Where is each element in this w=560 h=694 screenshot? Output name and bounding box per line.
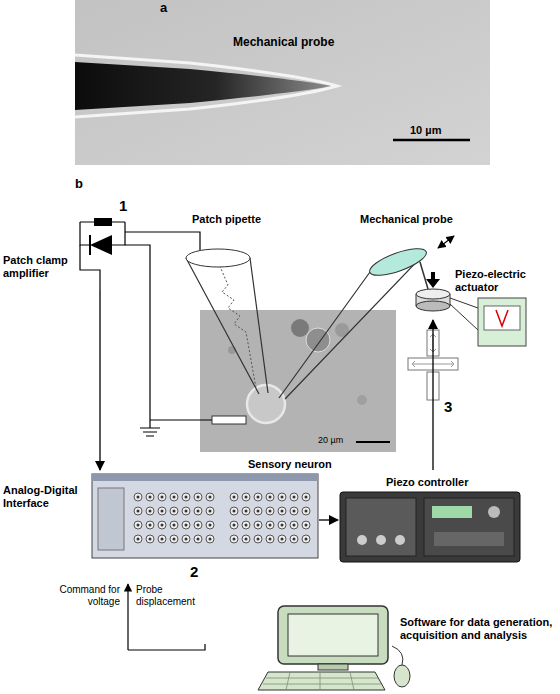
force-arrow	[426, 272, 440, 288]
neuron-micrograph	[200, 310, 396, 452]
node-label: Patch clamp amplifier	[3, 254, 83, 280]
interface-device	[92, 474, 318, 558]
micrograph-background	[75, 0, 490, 165]
signal-arrow	[127, 584, 128, 650]
probe-block: Mechanical probe	[355, 210, 465, 272]
ground-symbol	[140, 428, 160, 436]
cell-debris	[291, 319, 309, 337]
bnc-connectors	[132, 490, 216, 546]
motion-arrow	[438, 236, 454, 248]
pipette-block: Patch pipette	[188, 210, 288, 262]
probe-mount	[420, 262, 428, 289]
input-wire	[125, 232, 200, 250]
bath-electrode	[212, 416, 246, 424]
node-label: Analog-Digital Interface	[3, 484, 91, 510]
feedback-resistor	[94, 218, 112, 226]
image-label: Mechanical probe	[233, 36, 334, 50]
scale-bar	[393, 139, 470, 142]
node-label: Patch pipette	[192, 213, 284, 226]
computer-monitor	[278, 606, 388, 664]
axis-arrow	[430, 334, 436, 352]
pipette-holder	[186, 249, 250, 267]
mouse-cord	[392, 646, 403, 665]
computer-mouse	[394, 665, 410, 687]
xyz-stage	[427, 330, 439, 356]
signal-label: Probe displacement	[136, 584, 216, 607]
actuator-body	[416, 301, 450, 311]
ground-wire	[125, 245, 150, 428]
keyboard-keys	[263, 672, 381, 690]
neuron-cell	[247, 385, 285, 423]
interface-panel	[98, 488, 124, 550]
amplifier-symbol	[89, 235, 91, 255]
computer-screen	[288, 614, 378, 656]
probe-outline	[279, 252, 426, 399]
node-label: Mechanical probe	[360, 213, 465, 226]
voltmeter-needle	[496, 310, 508, 326]
scale-label: 20 µm	[318, 435, 343, 445]
controller-panel	[434, 532, 504, 546]
scale-label: 10 µm	[410, 124, 441, 137]
actuator-body	[416, 289, 450, 299]
meter-wire	[450, 298, 478, 330]
probe-tip-image	[75, 62, 331, 110]
controller-knob	[376, 535, 386, 545]
voltmeter	[478, 298, 526, 346]
node-label: Piezo controller	[386, 476, 516, 489]
callout-number: 2	[190, 563, 198, 580]
controller-panel	[346, 498, 416, 556]
interface-block: Analog-Digital Interface	[3, 470, 319, 562]
node-label: Software for data generation, acquisitio…	[400, 616, 558, 642]
probe-holder	[367, 243, 430, 280]
scale-bar	[356, 441, 390, 443]
xyz-stage	[427, 372, 439, 400]
controller-display	[432, 506, 472, 518]
controller-panel	[424, 498, 514, 556]
pipette-outline	[186, 258, 268, 394]
signal-connector	[99, 290, 100, 470]
actuator-block: Piezo-electric actuator	[405, 262, 555, 320]
bath-wire	[150, 419, 212, 420]
probe-halo	[75, 55, 337, 117]
controller-block: Piezo controller	[338, 470, 522, 565]
panel-letter: a	[160, 1, 167, 16]
bnc-connectors	[228, 490, 312, 546]
software-block: Software for data generation, acquisitio…	[262, 600, 558, 692]
signal-connector	[319, 519, 338, 520]
neuron-block: Sensory neuron	[200, 310, 396, 475]
xyz-stage	[408, 358, 458, 370]
computer-keyboard	[258, 672, 385, 690]
amplifier-block: Patch clamp amplifier	[3, 198, 138, 290]
controller-knob	[357, 535, 367, 545]
signal-label: Command for voltage	[40, 584, 120, 607]
controller-device	[340, 492, 520, 562]
panel-letter: b	[75, 177, 83, 192]
interface-device	[92, 474, 318, 481]
callout-number: 3	[444, 398, 452, 415]
controller-knob	[488, 506, 500, 518]
output-wire	[80, 245, 100, 290]
callout-number: 1	[119, 197, 127, 214]
signal-connector	[432, 320, 433, 470]
step-signal	[128, 644, 205, 650]
monitor-stand	[318, 664, 348, 670]
access-resistance	[218, 262, 256, 388]
amplifier-symbol	[90, 235, 112, 255]
axis-arrow	[412, 361, 454, 367]
node-label: Sensory neuron	[248, 458, 368, 471]
controller-knob	[395, 535, 405, 545]
voltmeter-dial	[484, 306, 520, 330]
cell-debris	[357, 395, 367, 405]
node-label: Piezo-electric actuator	[455, 268, 543, 294]
